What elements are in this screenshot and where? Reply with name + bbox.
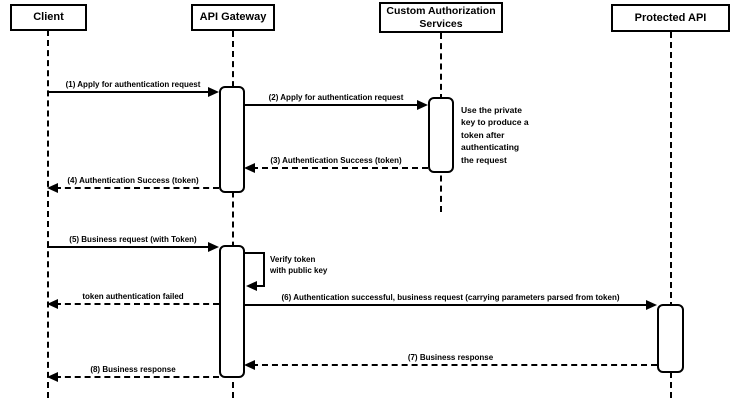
message-4-line bbox=[55, 187, 219, 189]
message-5-line bbox=[47, 246, 212, 248]
message-token-failed-label: token authentication failed bbox=[82, 292, 184, 301]
participant-custom-auth-label-line1: Custom Authorization bbox=[386, 4, 496, 17]
arrowhead-left-icon bbox=[246, 281, 257, 291]
participant-api-gateway-label: API Gateway bbox=[199, 11, 267, 23]
lifeline-api-gateway bbox=[232, 31, 234, 398]
arrowhead-left-icon bbox=[47, 183, 58, 193]
self-message-label-line1: Verify token bbox=[270, 255, 316, 264]
participant-client: Client bbox=[10, 4, 87, 31]
activation-api-gateway-1 bbox=[219, 86, 245, 193]
participant-custom-auth: Custom Authorization Services bbox=[379, 2, 503, 33]
activation-api-gateway-2 bbox=[219, 245, 245, 378]
message-1-label: (1) Apply for authentication request bbox=[65, 80, 201, 89]
arrowhead-left-icon bbox=[47, 299, 58, 309]
message-8-line bbox=[55, 376, 219, 378]
arrowhead-left-icon bbox=[244, 163, 255, 173]
note-line: key to produce a bbox=[461, 117, 529, 128]
message-token-failed-line bbox=[55, 303, 219, 305]
message-5-label: (5) Business request (with Token) bbox=[69, 235, 197, 244]
activation-custom-auth bbox=[428, 97, 454, 173]
arrowhead-left-icon bbox=[244, 360, 255, 370]
participant-custom-auth-label-line2: Services bbox=[419, 17, 463, 30]
message-6-line bbox=[244, 304, 650, 306]
note-line: token after bbox=[461, 129, 505, 140]
message-2-line bbox=[244, 104, 421, 106]
message-4-label: (4) Authentication Success (token) bbox=[67, 176, 199, 185]
note-line: the request bbox=[461, 154, 507, 165]
participant-api-gateway: API Gateway bbox=[191, 4, 275, 31]
lifeline-protected-api bbox=[670, 32, 672, 398]
message-3-line bbox=[252, 167, 428, 169]
self-message-bottom-line bbox=[255, 285, 265, 287]
message-6-label: (6) Authentication successful, business … bbox=[281, 293, 620, 302]
self-message-label-line2: with public key bbox=[270, 265, 328, 275]
participant-protected-api: Protected API bbox=[611, 4, 730, 32]
message-7-line bbox=[252, 364, 657, 366]
message-1-line bbox=[47, 91, 212, 93]
message-8-label: (8) Business response bbox=[90, 365, 176, 374]
arrowhead-left-icon bbox=[47, 372, 58, 382]
arrowhead-right-icon bbox=[417, 100, 428, 110]
participant-protected-api-label: Protected API bbox=[634, 11, 707, 24]
arrowhead-right-icon bbox=[208, 242, 219, 252]
self-message-right-line bbox=[263, 252, 265, 286]
self-message-top-line bbox=[244, 252, 265, 254]
arrowhead-right-icon bbox=[208, 87, 219, 97]
arrowhead-right-icon bbox=[646, 300, 657, 310]
note-private-key: Use the private key to produce a token a… bbox=[461, 104, 541, 166]
lifeline-client bbox=[47, 30, 49, 398]
note-line: authenticating bbox=[461, 142, 520, 153]
message-2-label: (2) Apply for authentication request bbox=[268, 93, 404, 102]
message-3-label: (3) Authentication Success (token) bbox=[270, 156, 402, 165]
message-7-label: (7) Business response bbox=[407, 353, 494, 362]
participant-client-label: Client bbox=[33, 11, 64, 23]
self-message-verify-token-label: Verify token with public key bbox=[270, 255, 327, 276]
note-line: Use the private bbox=[461, 105, 522, 115]
activation-protected-api bbox=[657, 304, 684, 373]
